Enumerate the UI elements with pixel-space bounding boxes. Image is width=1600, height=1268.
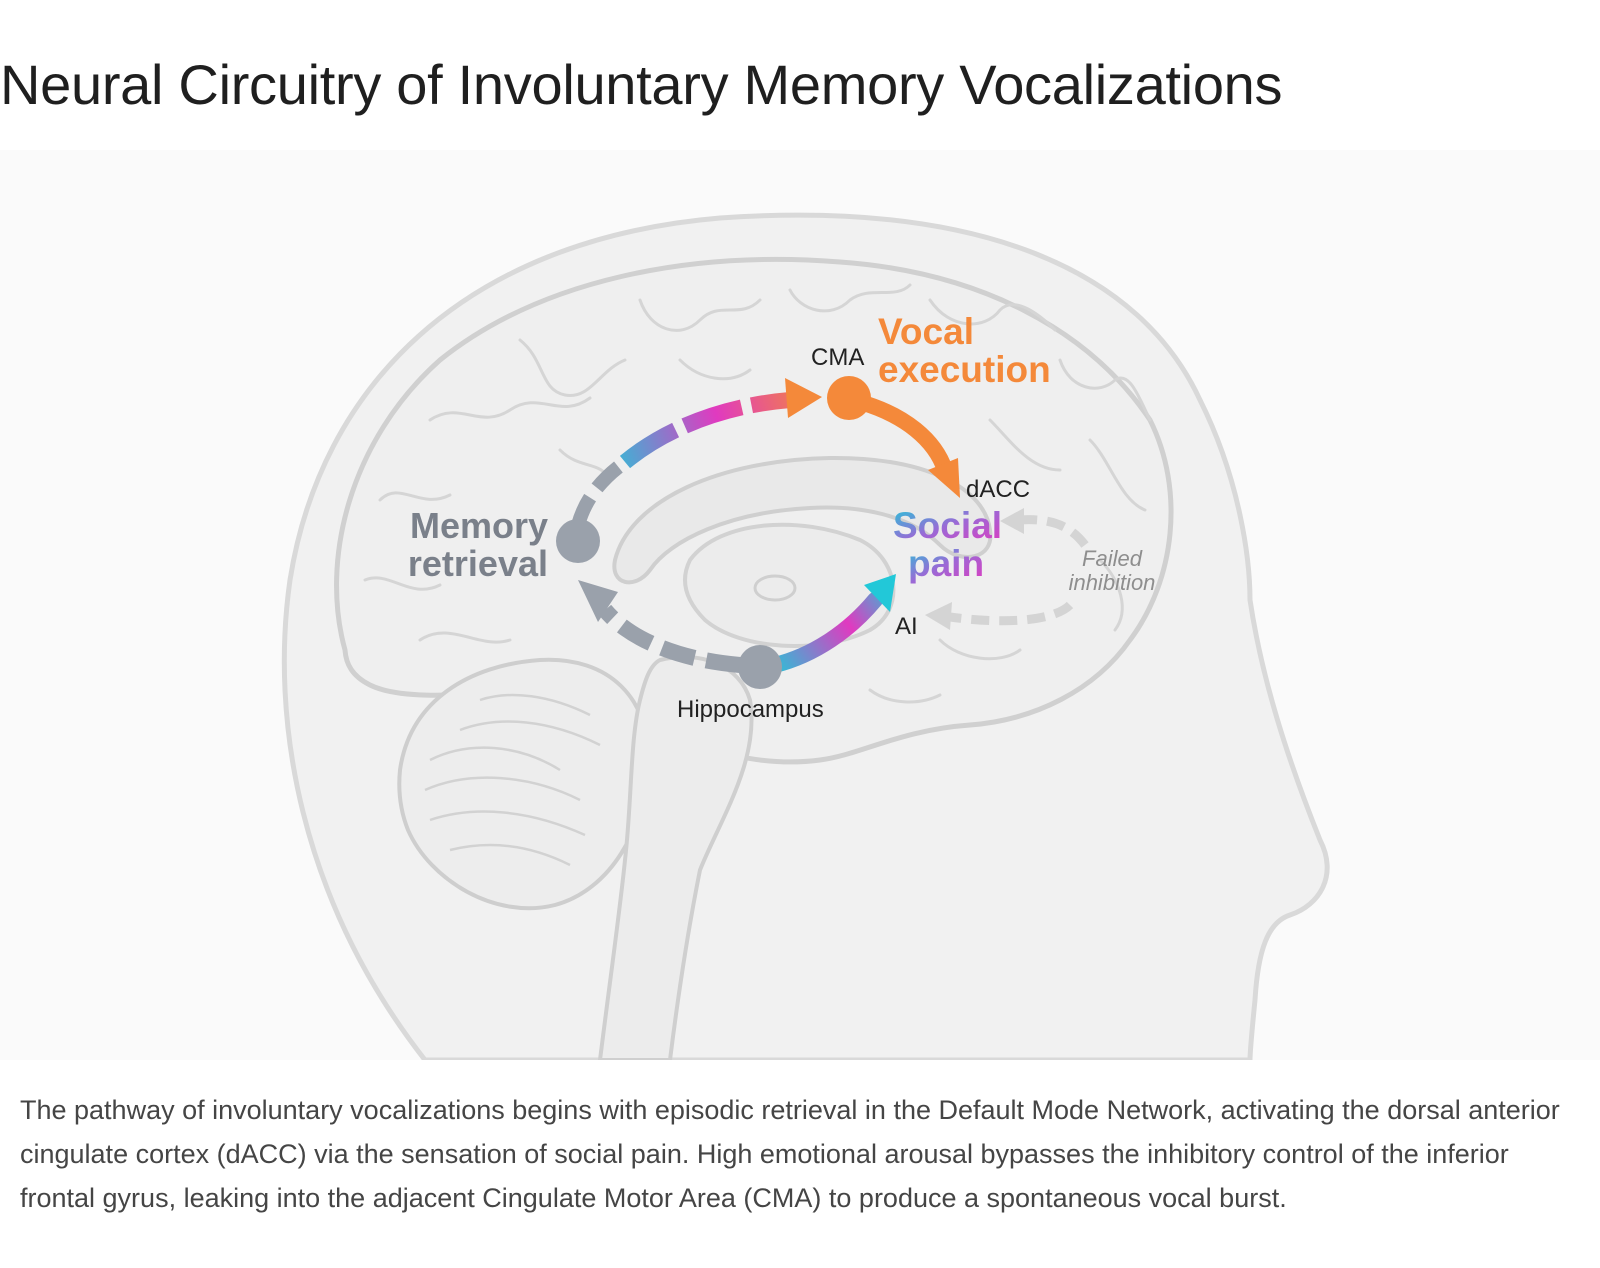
cma-node [827, 376, 871, 420]
ai-label: AI [895, 613, 918, 640]
memory-label-line2: retrieval [408, 543, 548, 584]
cerebellum [397, 657, 651, 911]
failed-label-line1: Failed [1082, 546, 1143, 571]
cma-to-dacc-arrow [852, 394, 953, 478]
memory-to-cma-arrow [619, 392, 791, 469]
memory-to-cma-arrowhead [785, 378, 822, 418]
thalamus [683, 522, 896, 649]
vocal-label-line1: Vocal [878, 311, 974, 352]
hippocampus-node [738, 645, 782, 689]
brain-diagram-svg: Memory retrieval Vocal execution CMA dAC… [0, 150, 1600, 1060]
brainstem [597, 654, 754, 1060]
failed-label-line2: inhibition [1069, 570, 1156, 595]
cma-to-dacc-arrowhead [928, 458, 960, 498]
dacc-label: dACC [966, 476, 1030, 503]
memory-label-line1: Memory [410, 505, 548, 546]
memory-node [556, 519, 600, 563]
figure-caption: The pathway of involuntary vocalizations… [20, 1095, 1560, 1213]
hippocampus-to-ai-arrow [767, 592, 883, 673]
social-label-line2: pain [908, 543, 984, 584]
hippocampus-label: Hippocampus [677, 696, 824, 723]
failed-inhibition-arrowhead-lower [925, 602, 952, 630]
vocal-label-line2: execution [878, 349, 1051, 390]
thalamus-detail [753, 574, 797, 602]
social-label-line1: Social [893, 505, 1002, 546]
hippocampus-to-memory-arrow [598, 604, 741, 673]
cma-label: CMA [811, 344, 864, 371]
brain-gyri [363, 283, 1152, 704]
failed-inhibition-arrow-lower [949, 601, 1074, 626]
hippocampus-to-memory-arrowhead [578, 580, 618, 622]
page-title: Neural Circuitry of Involuntary Memory V… [0, 53, 1283, 116]
corpus-callosum [612, 455, 993, 585]
failed-inhibition-arrow-upper [1019, 515, 1089, 548]
cerebellum-folia [424, 693, 601, 867]
memory-to-cma-gray-segment [571, 456, 630, 528]
hippocampus-to-ai-arrowhead [864, 574, 896, 612]
failed-inhibition-arrowhead-upper [1000, 508, 1024, 534]
brain-diagram: Memory retrieval Vocal execution CMA dAC… [0, 150, 1600, 1060]
